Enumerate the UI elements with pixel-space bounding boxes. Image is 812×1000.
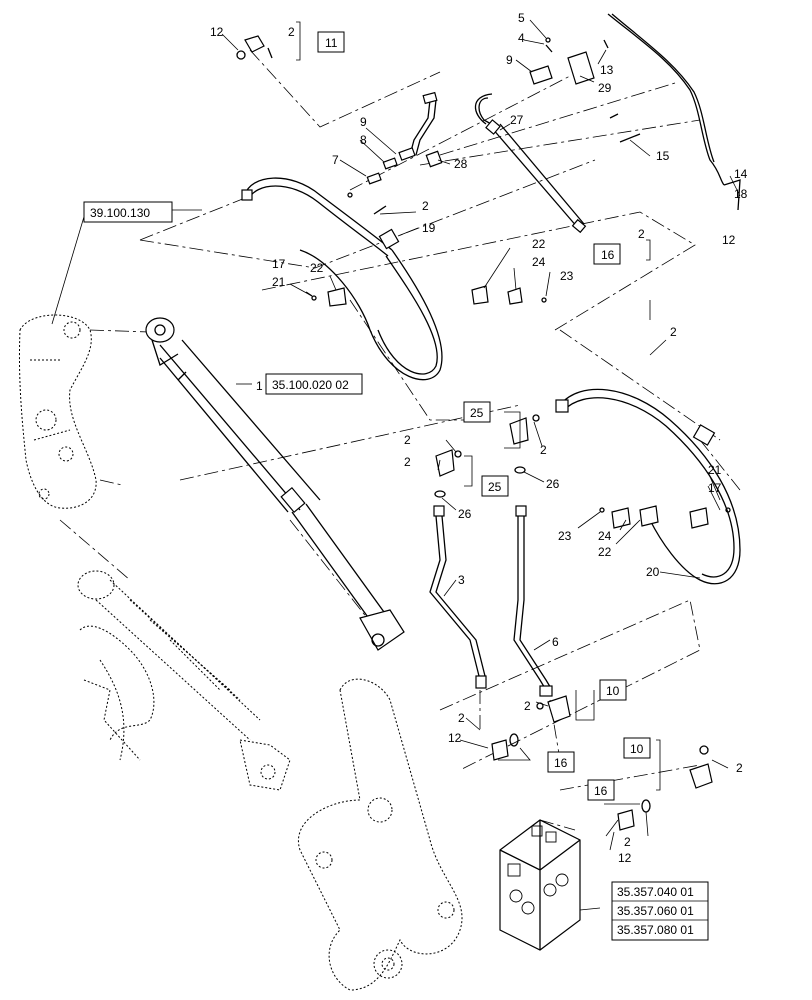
section-ref-arm: 39.100.130 xyxy=(83,201,173,223)
kit-ref-11: 11 xyxy=(317,31,345,53)
top-pipes xyxy=(347,91,587,234)
callout-26-left: 26 xyxy=(458,507,472,521)
hose-20 xyxy=(555,388,741,585)
callout-2-elbowA: 2 xyxy=(404,433,411,447)
svg-text:35.357.060 01: 35.357.060 01 xyxy=(617,904,694,918)
callout-2-lowB: 2 xyxy=(524,699,531,713)
callout-15: 15 xyxy=(656,149,670,163)
callout-23-mid: 23 xyxy=(560,269,574,283)
phantom-lines xyxy=(59,49,741,831)
callout-2-center: 2 xyxy=(670,325,677,339)
callout-8: 8 xyxy=(360,133,367,147)
loader-arm-left xyxy=(18,314,97,509)
lower-fittings xyxy=(491,695,713,831)
hose-19 xyxy=(241,177,443,381)
svg-text:16: 16 xyxy=(594,784,608,798)
lift-cylinder xyxy=(145,317,405,651)
callout-22-mid: 22 xyxy=(532,237,546,251)
callout-2-lowD: 2 xyxy=(624,835,631,849)
callout-19: 19 xyxy=(422,221,436,235)
callout-17-left: 17 xyxy=(272,257,286,271)
bracket-and-rod xyxy=(529,13,741,211)
callout-2-top: 2 xyxy=(288,25,295,39)
svg-text:16: 16 xyxy=(601,248,615,262)
callout-12-lowA: 12 xyxy=(448,731,462,745)
svg-text:10: 10 xyxy=(630,742,644,756)
kit-ref-25-left: 25 xyxy=(463,401,491,423)
callout-1: 1 xyxy=(256,379,263,393)
control-valve xyxy=(499,819,581,951)
callout-22-left: 22 xyxy=(310,261,324,275)
callout-7: 7 xyxy=(332,153,339,167)
clamps-left xyxy=(305,285,547,307)
callout-27: 27 xyxy=(510,113,524,127)
kit-ref-16-top: 16 xyxy=(593,243,621,265)
callout-2-hose: 2 xyxy=(422,199,429,213)
callout-14: 14 xyxy=(734,167,748,181)
callout-22-right: 22 xyxy=(598,545,612,559)
kit-ref-25-right: 25 xyxy=(481,475,509,497)
callout-18: 18 xyxy=(734,187,748,201)
callout-4: 4 xyxy=(518,31,525,45)
callout-12-right: 12 xyxy=(722,233,736,247)
kit-ref-10-top: 10 xyxy=(599,679,627,701)
callout-12-top: 12 xyxy=(210,25,224,39)
callout-17-right: 17 xyxy=(708,481,722,495)
callout-2-elbowC: 2 xyxy=(540,443,547,457)
cylinder-assembly-lower xyxy=(77,570,291,791)
callout-2-elbowB: 2 xyxy=(404,455,411,469)
callout-28: 28 xyxy=(454,157,468,171)
svg-text:16: 16 xyxy=(554,756,568,770)
section-ref-cylinder: 35.100.020 02 xyxy=(265,373,363,395)
svg-text:35.357.040 01: 35.357.040 01 xyxy=(617,885,694,899)
svg-text:25: 25 xyxy=(470,406,484,420)
callout-24-mid: 24 xyxy=(532,255,546,269)
callout-29: 29 xyxy=(598,81,612,95)
callout-9-top: 9 xyxy=(506,53,513,67)
svg-text:39.100.130: 39.100.130 xyxy=(90,206,150,220)
kit-ref-10-right: 10 xyxy=(623,737,651,759)
callout-24-right: 24 xyxy=(598,529,612,543)
callout-2-lowC: 2 xyxy=(736,761,743,775)
svg-text:25: 25 xyxy=(488,480,502,494)
callout-21-right: 21 xyxy=(708,463,722,477)
callout-2-lowA: 2 xyxy=(458,711,465,725)
callout-6: 6 xyxy=(552,635,559,649)
callout-21-left: 21 xyxy=(272,275,286,289)
callout-20: 20 xyxy=(646,565,660,579)
callout-3: 3 xyxy=(458,573,465,587)
callout-13: 13 xyxy=(600,63,614,77)
callout-2-right: 2 xyxy=(638,227,645,241)
svg-text:35.357.080 01: 35.357.080 01 xyxy=(617,923,694,937)
callout-26-right: 26 xyxy=(546,477,560,491)
pipe-3 xyxy=(429,505,487,689)
svg-text:35.100.020 02: 35.100.020 02 xyxy=(272,378,349,392)
elbow-fittings xyxy=(434,414,540,498)
callout-labels: 12 2 5 4 9 13 29 9 8 7 28 27 15 14 18 2 … xyxy=(210,11,748,865)
kit-ref-16-bottom: 16 xyxy=(587,779,615,801)
callout-5: 5 xyxy=(518,11,525,25)
fitting-topleft xyxy=(221,21,301,61)
callout-9-mid: 9 xyxy=(360,115,367,129)
loader-frame-lower xyxy=(297,678,463,991)
section-ref-valve: 35.357.040 01 35.357.060 01 35.357.080 0… xyxy=(611,881,709,941)
callout-12-lowB: 12 xyxy=(618,851,632,865)
pipe-6 xyxy=(513,505,553,697)
callout-23-right: 23 xyxy=(558,529,572,543)
kit-ref-16-mid: 16 xyxy=(547,751,575,773)
svg-text:11: 11 xyxy=(325,36,338,50)
svg-text:10: 10 xyxy=(606,684,620,698)
